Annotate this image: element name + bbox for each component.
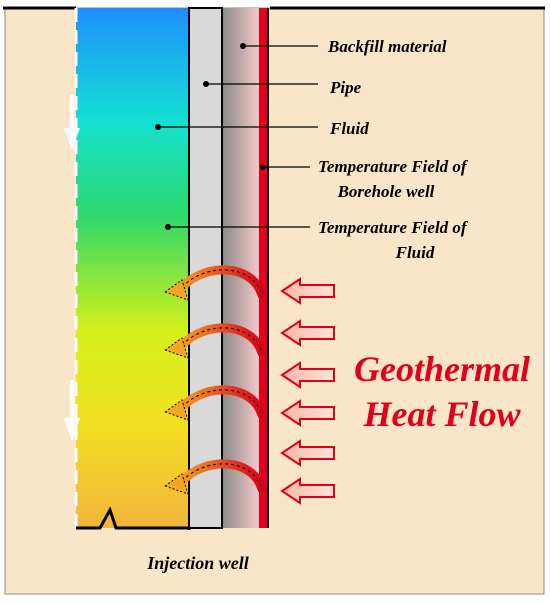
curved-arrow-icon — [163, 323, 267, 359]
label-temp-borehole-line2: Borehole well — [337, 182, 435, 201]
left-arrow-icon — [280, 439, 335, 467]
left-arrow-icon — [280, 399, 335, 427]
label-injection-well: Injection well — [146, 553, 249, 573]
label-fluid: Fluid — [329, 119, 369, 138]
left-arrow-icon — [280, 477, 335, 505]
break-notch — [99, 509, 111, 529]
leader-fluid — [155, 124, 318, 130]
down-arrow-icon — [64, 95, 80, 150]
curved-arrow-icon — [163, 265, 267, 301]
label-backfill-material: Backfill material — [327, 37, 447, 56]
borehole-wall — [259, 8, 268, 528]
label-pipe: Pipe — [329, 78, 362, 97]
label-temp-fluid-line2: Fluid — [395, 243, 435, 262]
leader-temp-borehole — [260, 164, 310, 170]
leader-temp-fluid — [165, 224, 310, 230]
well-bottom-line — [76, 506, 191, 530]
curved-arrow-icon — [163, 385, 267, 421]
left-arrow-icon — [280, 319, 335, 347]
title-geothermal: Geothermal — [354, 349, 530, 389]
label-temp-fluid-line1: Temperature Field of — [318, 218, 469, 237]
title-heat-flow: Heat Flow — [362, 394, 521, 434]
leader-pipe — [203, 81, 318, 87]
left-arrow-icon — [280, 361, 335, 389]
leader-backfill — [240, 43, 318, 49]
left-arrow-icon — [280, 277, 335, 305]
fluid-column — [76, 8, 189, 528]
down-arrow-icon — [64, 380, 80, 442]
curved-arrow-icon — [163, 459, 267, 495]
label-temp-borehole-line1: Temperature Field of — [318, 157, 469, 176]
